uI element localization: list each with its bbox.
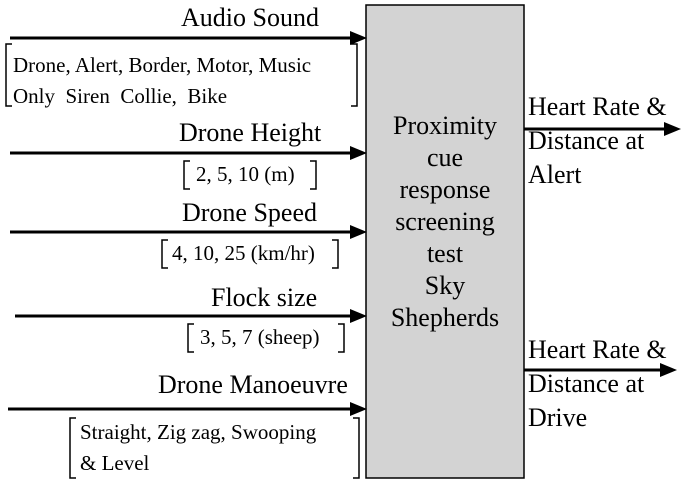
output-line: Heart Rate & [528, 92, 667, 121]
options-flock: 3, 5, 7 (sheep) [200, 325, 320, 349]
bracket-height [183, 160, 317, 190]
process-label: Proximity cue response screening test Sk… [366, 110, 524, 334]
process-line: Proximity [392, 111, 497, 140]
input-arrow-flock [15, 309, 367, 323]
bracket-speed [161, 239, 339, 269]
process-line: screening [395, 207, 495, 236]
output-label-drive: Heart Rate & Distance at Drive [528, 333, 667, 435]
process-line: Shepherds [390, 303, 500, 332]
options-speed: 4, 10, 25 (km/hr) [172, 241, 315, 265]
options-height: 2, 5, 10 (m) [196, 162, 295, 186]
input-arrow-speed [10, 225, 367, 239]
options-audio-line-1: Drone, Alert, Border, Motor, Music [13, 53, 312, 77]
bracket-audio [5, 43, 358, 107]
input-title-height: Drone Height [179, 118, 322, 147]
output-arrow-alert [524, 122, 681, 136]
output-label-alert: Heart Rate & Distance at Alert [528, 90, 667, 192]
input-title-flock: Flock size [211, 283, 318, 312]
bracket-flock [187, 323, 345, 353]
output-line: Drive [528, 403, 588, 432]
process-line: cue [426, 143, 464, 172]
input-arrow-manoeuvre [8, 402, 367, 416]
process-line: test [426, 239, 464, 268]
process-line: response [399, 175, 491, 204]
input-arrow-audio [10, 31, 367, 45]
output-line: Alert [528, 160, 582, 189]
output-arrow-drive [524, 363, 677, 377]
input-title-audio: Audio Sound [181, 3, 319, 32]
output-line: Heart Rate & [528, 335, 667, 364]
options-manoeuvre-line-2: & Level [80, 451, 150, 475]
input-arrow-height [10, 146, 367, 160]
process-line: Sky [424, 271, 466, 300]
output-line: Distance at [528, 126, 645, 155]
input-title-speed: Drone Speed [182, 198, 318, 227]
input-title-manoeuvre: Drone Manoeuvre [158, 370, 348, 399]
options-manoeuvre-line-1: Straight, Zig zag, Swooping [80, 420, 317, 444]
bracket-manoeuvre [69, 417, 360, 479]
options-audio-line-2: Only Siren Collie, Bike [13, 84, 228, 108]
process-box [365, 4, 525, 479]
output-line: Distance at [528, 369, 645, 398]
